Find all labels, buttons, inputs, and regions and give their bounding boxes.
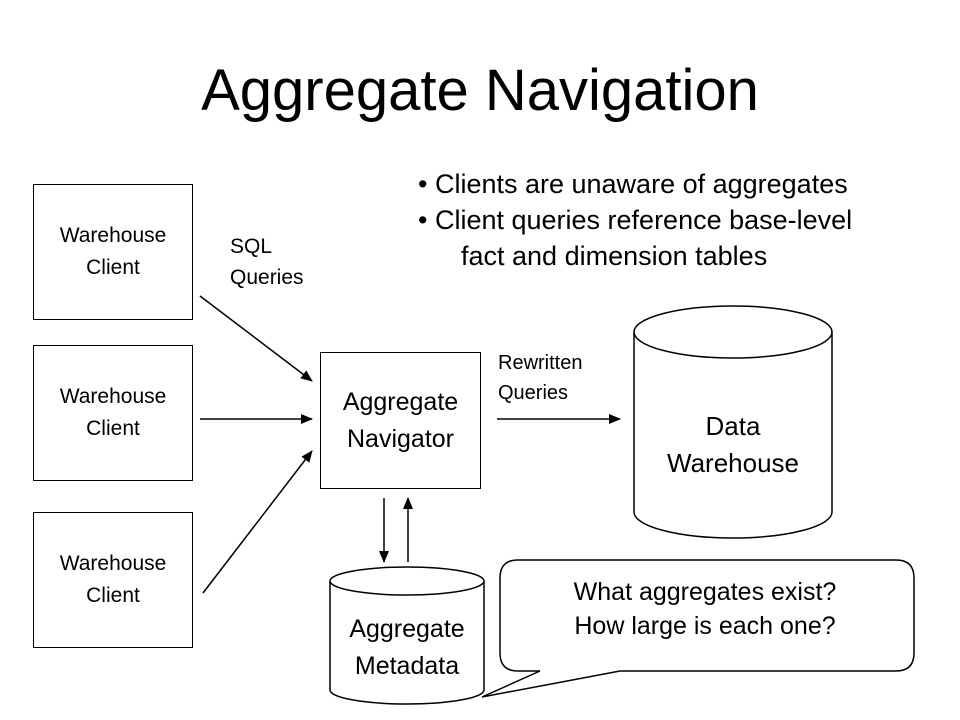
metadata-label-line: Metadata [354, 652, 460, 680]
client-label: Warehouse [59, 552, 167, 575]
arrow-client1-to-navigator [199, 295, 313, 382]
rewritten-label-line: Rewritten [498, 352, 583, 374]
callout-line: What aggregates exist? [573, 578, 837, 606]
aggregate-metadata-label: Aggregate Metadata [330, 611, 484, 685]
arrow-client3-to-navigator [202, 450, 313, 594]
warehouse-label-line: Data [705, 411, 761, 441]
data-warehouse-cylinder [633, 305, 833, 539]
bullet-list: • Clients are unaware of aggregates • Cl… [418, 166, 852, 274]
client-label: Client [86, 584, 140, 607]
bullet-item-continuation: fact and dimension tables [461, 241, 768, 271]
client-label: Client [86, 256, 140, 279]
rewritten-label-line: Queries [498, 382, 569, 404]
bullet-item: • Client queries reference base-level [418, 205, 853, 235]
client-label: Warehouse [59, 224, 167, 247]
navigator-label: Navigator [347, 424, 454, 453]
rewritten-queries-label: Rewritten Queries [498, 348, 582, 408]
sql-label-line: Queries [230, 266, 304, 289]
metadata-label-line: Aggregate [349, 615, 465, 643]
callout-text: What aggregates exist? How large is each… [500, 575, 910, 643]
metadata-cylinder [329, 566, 485, 705]
client-label: Client [86, 417, 140, 440]
warehouse-label-line: Warehouse [667, 448, 799, 478]
data-warehouse-label: Data Warehouse [634, 408, 832, 482]
callout-bubble [481, 559, 915, 698]
client-label: Warehouse [59, 385, 167, 408]
bullet-item: • Clients are unaware of aggregates [418, 169, 848, 199]
navigator-label: Aggregate [342, 387, 459, 416]
page-title: Aggregate Navigation [201, 58, 759, 123]
sql-label-line: SQL [230, 235, 273, 258]
sql-queries-label: SQL Queries [230, 231, 304, 293]
callout-line: How large is each one? [574, 612, 836, 640]
